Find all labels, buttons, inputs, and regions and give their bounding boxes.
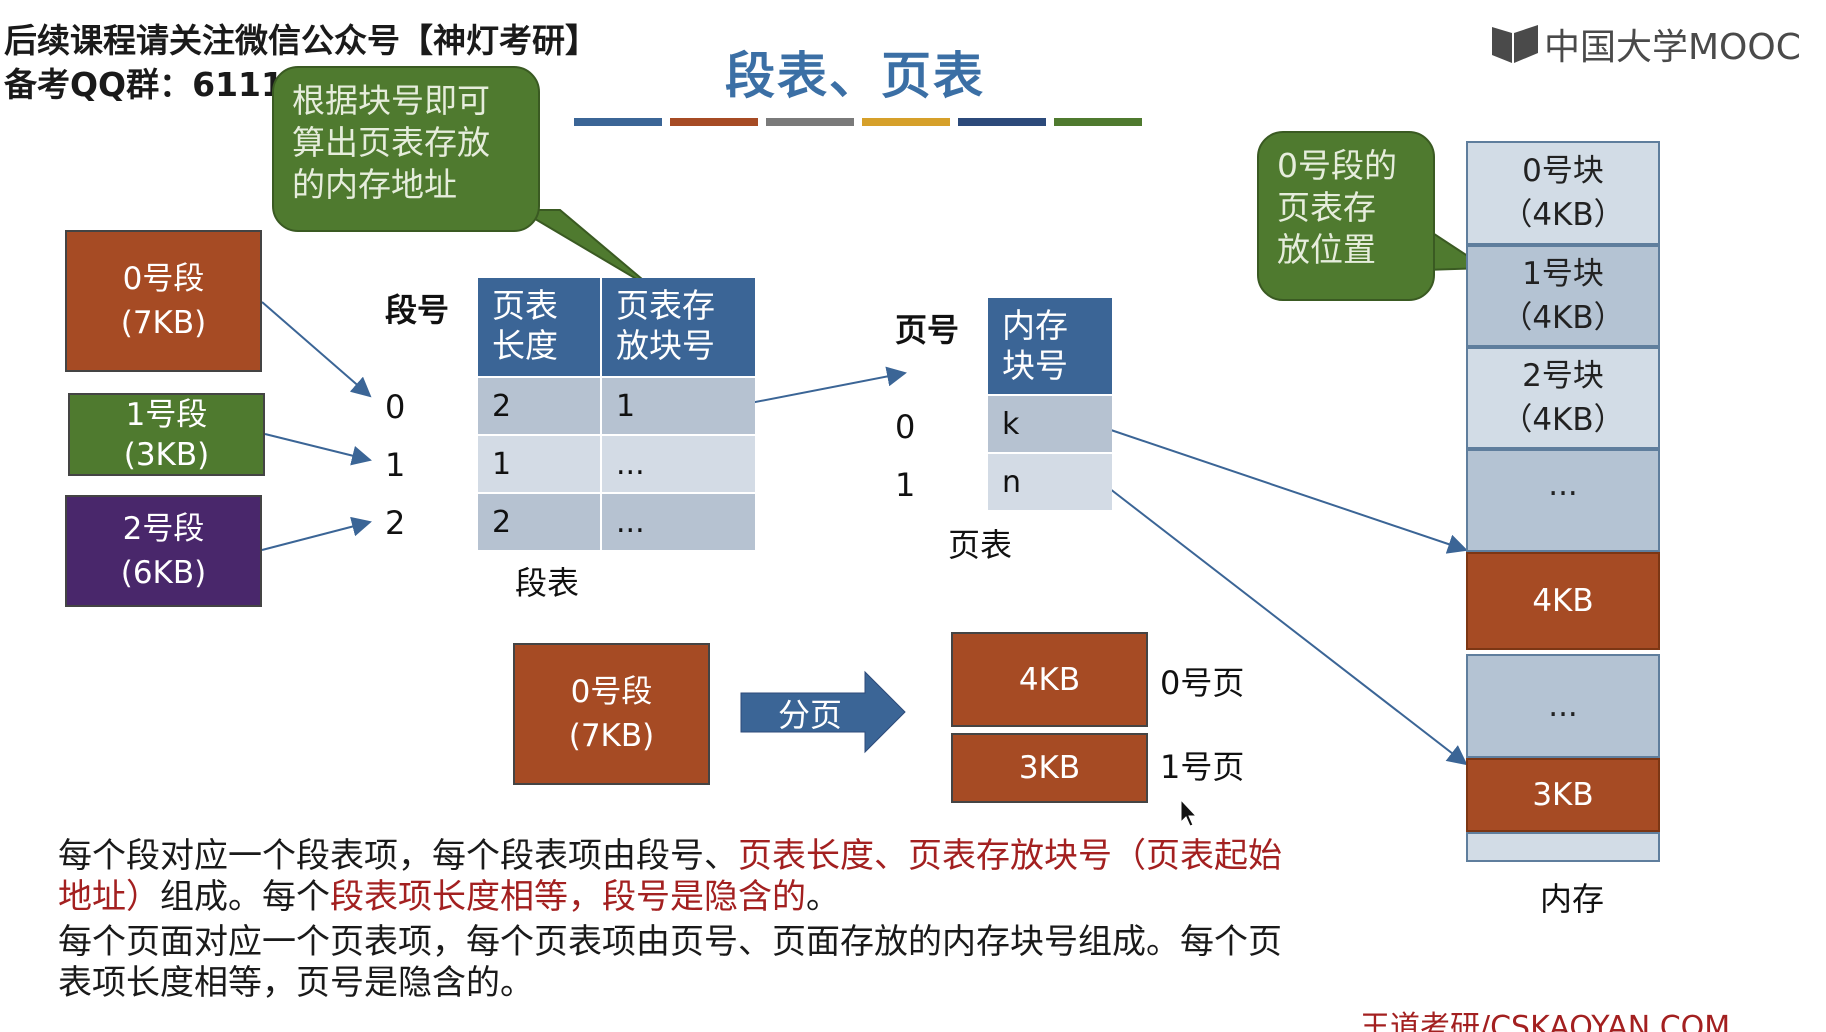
segment-table-row0-length: 2	[478, 378, 600, 434]
segment-index-2: 2	[385, 504, 406, 542]
title-stripe-4	[958, 118, 1046, 126]
page-title: 段表、页表	[725, 47, 985, 105]
memory-block-2: 2号块 （4KB）	[1466, 347, 1660, 449]
arrow-n-to-memory	[1104, 484, 1468, 766]
paging-arrow-label: 分页	[778, 696, 843, 734]
page-index-1: 1	[895, 466, 916, 504]
segment-table-row0-block: 1	[602, 378, 755, 434]
page-table-row0-block: k	[988, 396, 1112, 452]
mooc-logo-text: 中国大学MOOC	[1544, 27, 1801, 68]
segment-table-row2-block: ...	[602, 494, 755, 550]
memory-block-1: 1号块 （4KB）	[1466, 245, 1660, 347]
title-stripe-1	[670, 118, 758, 126]
page-table-row1-block: n	[988, 454, 1112, 510]
memory-free-block	[1466, 832, 1660, 862]
memory-ellipsis-2: ...	[1466, 654, 1660, 758]
memory-block-0: 0号块 （4KB）	[1466, 141, 1660, 245]
mooc-logo: 中国大学MOOC	[1490, 18, 1801, 70]
page-0-box: 4KB	[951, 632, 1148, 727]
memory-segment0-page1: 3KB	[1466, 758, 1660, 832]
description-paragraph-2-line-1: 每个页面对应一个页表项，每个页表项由页号、页面存放的内存块号组成。每个页	[58, 922, 1282, 962]
arrow-seg2-to-idx2	[261, 516, 372, 551]
segment-0-box: 0号段 (7KB)	[65, 230, 262, 372]
title-stripe-5	[1054, 118, 1142, 126]
segment-table-row2-length: 2	[478, 494, 600, 550]
title-stripe-2	[766, 118, 854, 126]
segment-table-row1-length: 1	[478, 436, 600, 492]
segment-index-0: 0	[385, 388, 406, 426]
header-notice: 后续课程请关注微信公众号【神灯考研】	[4, 21, 598, 60]
page-table-caption: 页表	[948, 526, 1013, 564]
mooc-book-icon	[1492, 25, 1538, 63]
memory-segment0-page0: 4KB	[1466, 552, 1660, 650]
paging-segment-0-box: 0号段 (7KB)	[513, 643, 710, 785]
segment-number-label: 段号	[385, 291, 450, 329]
segment-table-caption: 段表	[515, 564, 580, 602]
description-paragraph-1-line-2: 地址）组成。每个段表项长度相等，段号是隐含的。	[58, 877, 840, 917]
page-0-label: 0号页	[1160, 664, 1245, 702]
page-1-box: 3KB	[951, 733, 1148, 803]
footer-brand: 王道考研/CSKAOYAN.COM	[1360, 1010, 1731, 1032]
segment-table-header-length: 页表 长度	[478, 278, 600, 376]
segment-table-row1-block: ...	[602, 436, 755, 492]
arrow-seg1-to-idx1	[264, 433, 372, 466]
segment-index-1: 1	[385, 446, 406, 484]
page-table-header-block: 内存 块号	[988, 298, 1112, 394]
title-stripe-3	[862, 118, 950, 126]
callout-page-table-address: 根据块号即可 算出页表存放 的内存地址	[272, 66, 540, 232]
arrow-seg0-to-idx0	[261, 301, 372, 398]
callout-segment0-page-table-location: 0号段的 页表存 放位置	[1257, 131, 1435, 301]
page-number-label: 页号	[895, 311, 960, 349]
memory-ellipsis-1: ...	[1466, 449, 1660, 552]
title-stripe-0	[574, 118, 662, 126]
page-index-0: 0	[895, 408, 916, 446]
segment-table-header-block: 页表存 放块号	[602, 278, 755, 376]
arrow-segtable-to-pagetable	[744, 366, 907, 405]
segment-2-box: 2号段 (6KB)	[65, 495, 262, 607]
memory-caption: 内存	[1540, 880, 1605, 918]
segment-1-box: 1号段 (3KB)	[68, 393, 265, 476]
description-paragraph-2-line-2: 表项长度相等，页号是隐含的。	[58, 963, 534, 1003]
arrow-k-to-memory	[1104, 427, 1468, 554]
page-1-label: 1号页	[1160, 748, 1245, 786]
description-paragraph-1-line-1: 每个段对应一个段表项，每个段表项由段号、页表长度、页表存放块号（页表起始	[58, 836, 1282, 876]
mouse-cursor-icon	[1180, 798, 1198, 827]
